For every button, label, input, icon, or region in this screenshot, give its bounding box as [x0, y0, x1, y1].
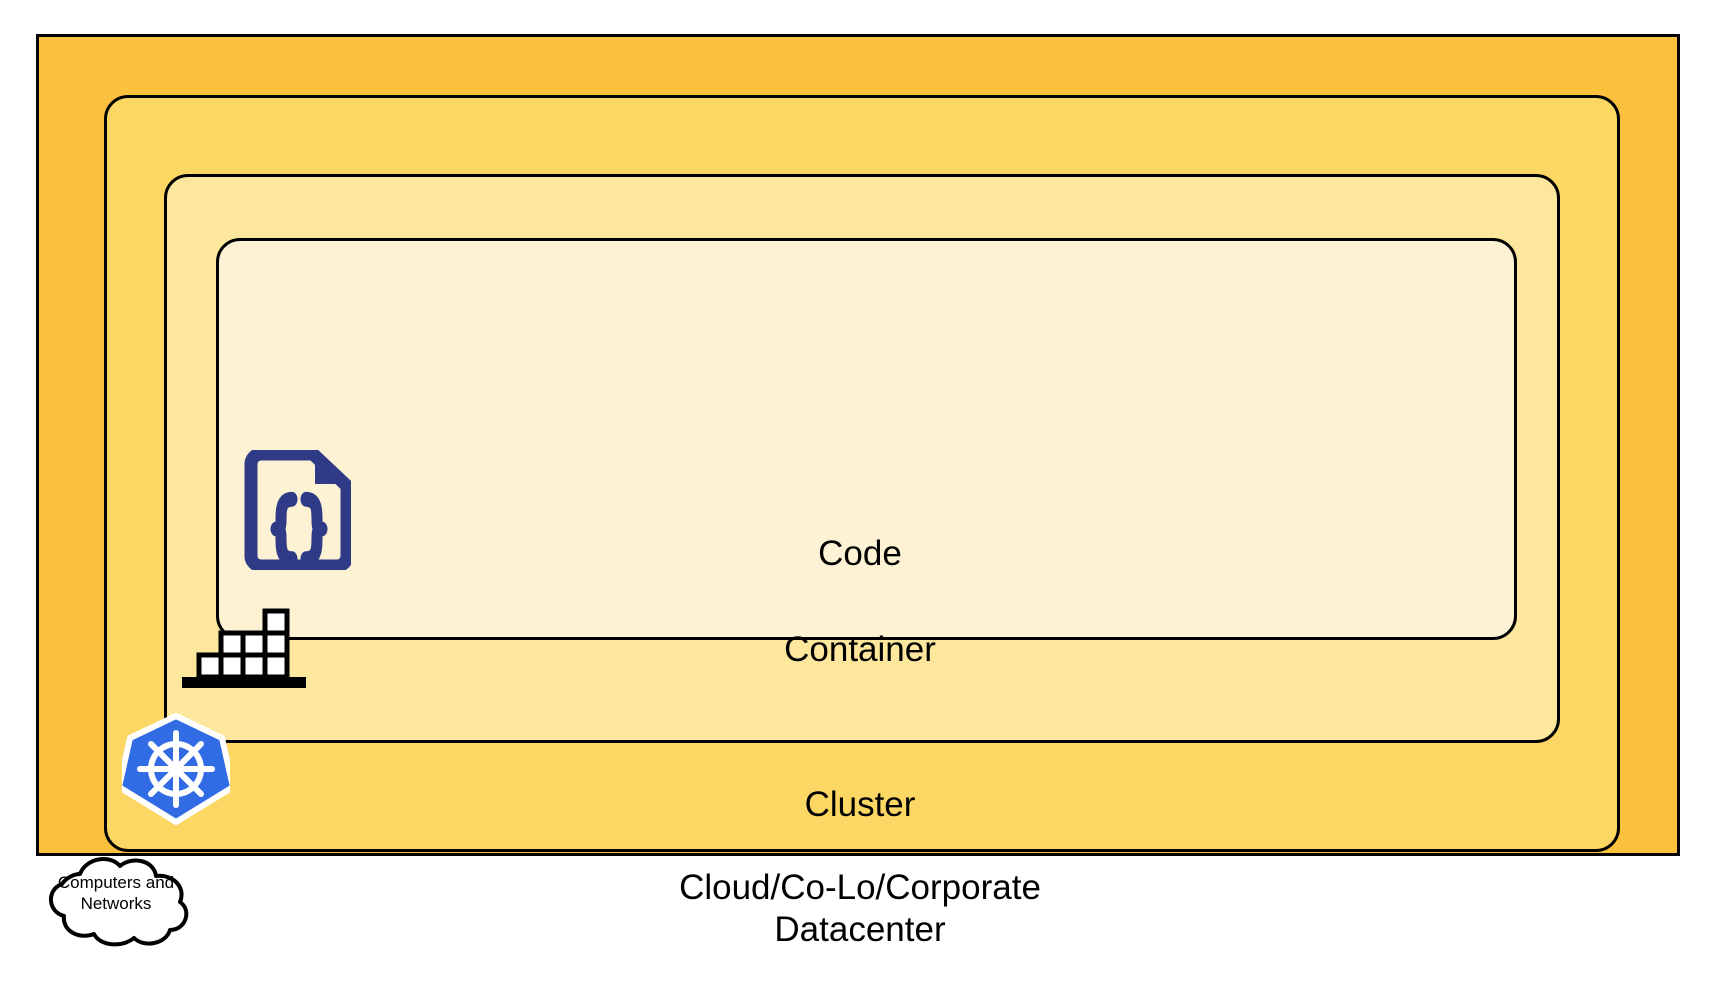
layer-label-datacenter: Cloud/Co-Lo/Corporate Datacenter	[679, 868, 1041, 949]
layer-label-container: Container	[784, 630, 936, 669]
container-stack-icon	[182, 606, 306, 688]
kubernetes-icon	[116, 713, 236, 825]
layer-label-cluster: Cluster	[804, 785, 916, 824]
layer-code[interactable]	[216, 238, 1517, 640]
layer-label-code: Code	[818, 534, 902, 573]
cloud-shape-icon	[49, 857, 189, 947]
code-file-icon	[243, 447, 354, 573]
